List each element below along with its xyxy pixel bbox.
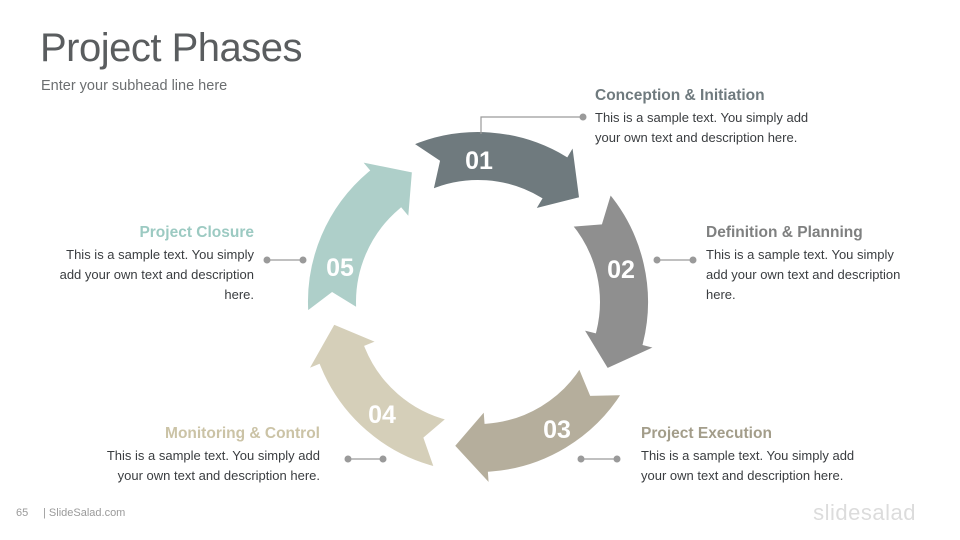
phase-description-05: This is a sample text. You simply add yo…: [59, 247, 254, 302]
page-title: Project Phases: [40, 26, 303, 70]
phase-number-01: 01: [465, 147, 493, 175]
phase-number-02: 02: [607, 256, 635, 284]
connector-phase-01: [480, 116, 583, 134]
footer-site: | SlideSalad.com: [43, 507, 126, 519]
phase-block-05: Project Closure This is a sample text. Y…: [44, 224, 254, 305]
phase-title-02: Definition & Planning: [706, 224, 863, 241]
phase-title-01: Conception & Initiation: [595, 87, 765, 104]
phase-block-03: Project Execution This is a sample text.…: [641, 425, 881, 486]
connector-dot-phase-04b: [379, 455, 387, 463]
phase-description-03: This is a sample text. You simply add yo…: [641, 448, 855, 483]
connector-dot-phase-02a: [653, 256, 661, 264]
page-number: 65: [16, 507, 29, 519]
connector-dot-phase-02b: [689, 256, 697, 264]
phase-number-04: 04: [368, 401, 396, 429]
arrow-segment-phase-01: [406, 128, 584, 215]
phase-number-05: 05: [326, 254, 354, 282]
phase-block-02: Definition & Planning This is a sample t…: [706, 224, 916, 305]
connector-dot-phase-03a: [577, 455, 585, 463]
connector-dot-phase-05b: [299, 256, 307, 264]
phase-title-05: Project Closure: [139, 224, 254, 241]
phase-title-03: Project Execution: [641, 425, 772, 442]
phase-block-04: Monitoring & Control This is a sample te…: [80, 425, 320, 486]
arrow-segment-phase-04: [300, 319, 454, 472]
phase-title-04: Monitoring & Control: [165, 425, 320, 442]
connector-dot-phase-03b: [613, 455, 621, 463]
phase-description-01: This is a sample text. You simply add yo…: [595, 110, 809, 145]
connector-dot-phase-05a: [263, 256, 271, 264]
connector-dot-phase-04a: [344, 455, 352, 463]
arrow-segment-phase-05: [303, 156, 417, 318]
phase-description-02: This is a sample text. You simply add yo…: [706, 247, 901, 302]
phase-number-03: 03: [543, 416, 571, 444]
arrow-segment-phase-02: [565, 187, 665, 374]
brand-logo: slidesalad: [813, 500, 916, 525]
phase-description-04: This is a sample text. You simply add yo…: [106, 448, 320, 483]
page-subtitle: Enter your subhead line here: [41, 78, 228, 94]
phase-block-01: Conception & Initiation This is a sample…: [595, 87, 835, 148]
arrow-segment-phase-03: [449, 361, 628, 494]
connector-dot-phase-01: [579, 113, 587, 121]
